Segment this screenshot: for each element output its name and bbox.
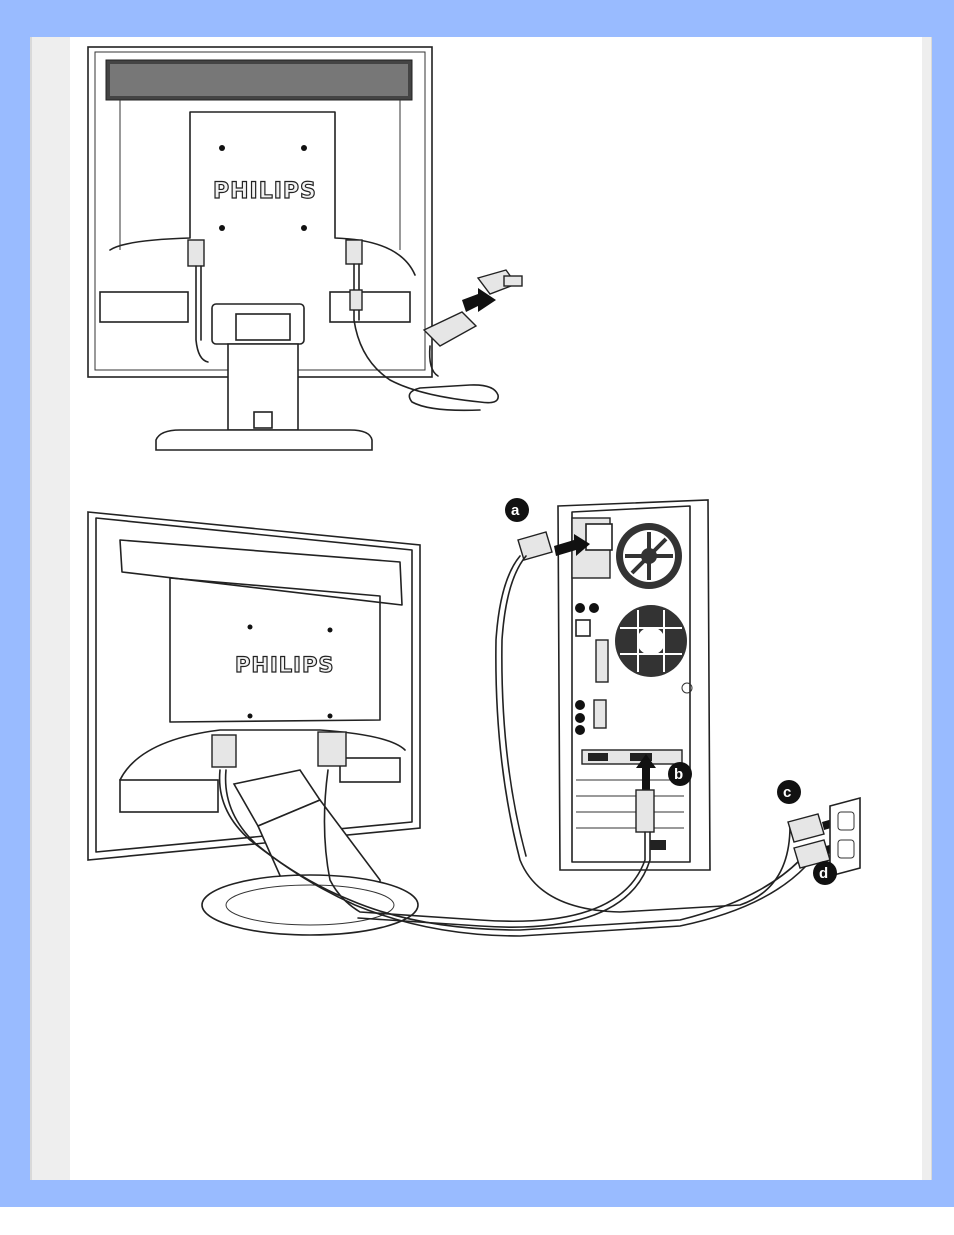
logo-philips-1: PHILIPS <box>213 179 317 204</box>
callout-a-label: a <box>511 502 520 519</box>
callout-a: a <box>505 498 529 522</box>
fan-lower <box>615 605 687 677</box>
vga-plug-b <box>636 790 654 832</box>
callout-d: d <box>813 861 837 885</box>
vga-connector-2 <box>318 732 346 766</box>
pc-power-inlet <box>586 524 612 550</box>
callout-b: b <box>668 762 692 786</box>
plug-c <box>788 814 824 842</box>
power-connector-2 <box>212 735 236 767</box>
figure-monitor-rear-adapter: PHILIPS <box>88 47 522 450</box>
logo-philips-2: PHILIPS <box>235 653 335 677</box>
power-connector <box>188 240 204 266</box>
callout-b-label: b <box>674 766 683 783</box>
vga-connector <box>346 240 362 264</box>
stand-base-2 <box>202 875 418 935</box>
callout-c-label: c <box>783 784 791 801</box>
callout-c: c <box>777 780 801 804</box>
fan-upper <box>616 523 682 589</box>
callout-d-label: d <box>819 865 828 882</box>
stand-base <box>156 430 372 450</box>
wall-outlet <box>830 798 860 876</box>
power-plug-a <box>518 532 552 560</box>
figure-monitor-to-computer: PHILIPS <box>88 498 860 936</box>
